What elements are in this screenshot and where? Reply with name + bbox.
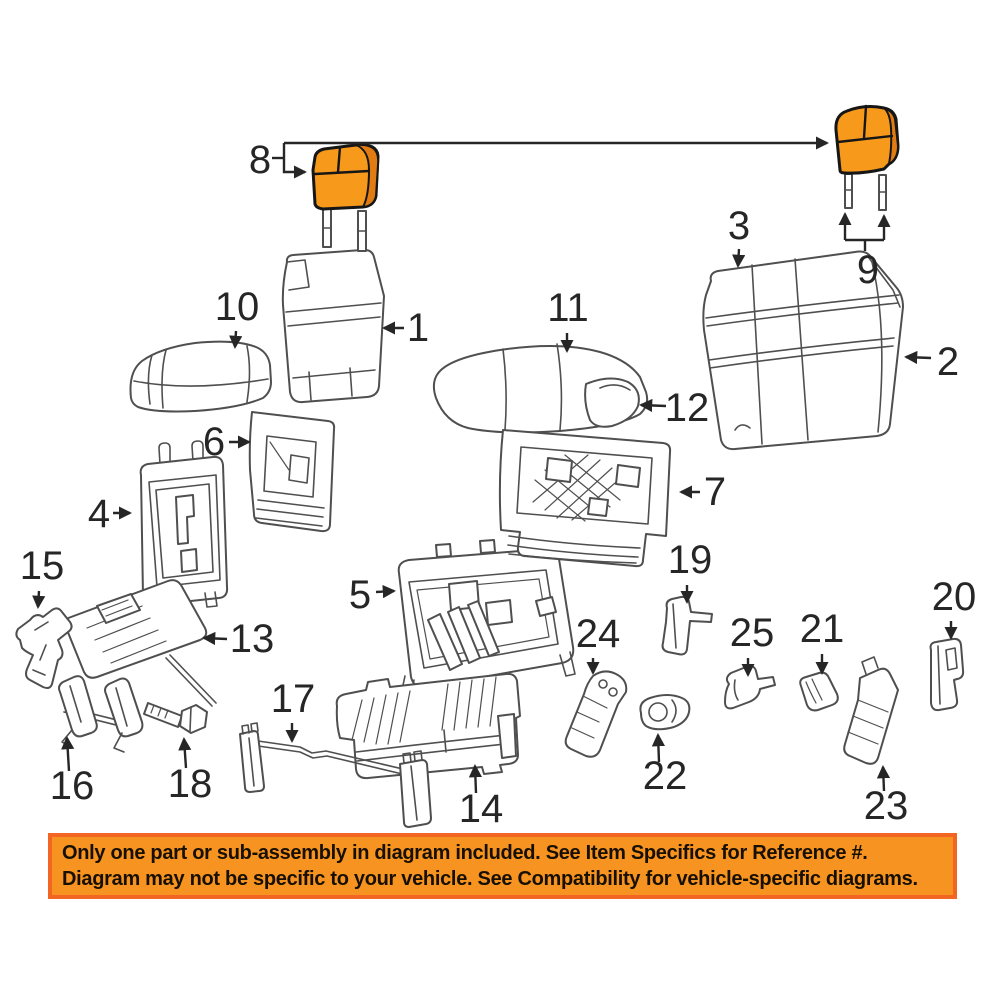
part-2-right-seatback-cover — [702, 250, 904, 451]
callout-16: 16 — [50, 736, 95, 808]
callout-15: 15 — [20, 544, 65, 609]
callout-16-number: 16 — [50, 764, 95, 808]
part-10-left-cushion — [129, 340, 272, 413]
callout-9-number: 9 — [857, 248, 879, 292]
callout-20: 20 — [932, 575, 977, 640]
part-5-seatback-frame — [397, 536, 576, 702]
callout-2: 2 — [904, 340, 959, 384]
callout-6-number: 6 — [203, 420, 225, 464]
part-4-latch-frame — [139, 440, 229, 614]
callout-21: 21 — [800, 607, 845, 675]
part-1-left-seatback-cover — [281, 248, 385, 404]
callout-25: 25 — [730, 611, 775, 677]
part-16-latch-brackets — [58, 675, 144, 753]
part-24-riser-bracket — [564, 670, 628, 758]
part-23-slide-bracket — [843, 656, 899, 765]
part-20-guide-bracket — [929, 637, 965, 712]
callout-12-number: 12 — [665, 386, 710, 430]
part-18-bolt — [143, 702, 208, 734]
disclaimer-line-2: Diagram may not be specific to your vehi… — [62, 868, 918, 890]
callout-17-number: 17 — [271, 677, 316, 721]
callout-5: 5 — [349, 573, 396, 617]
disclaimer-banner: Only one part or sub-assembly in diagram… — [48, 833, 957, 899]
callout-10-number: 10 — [215, 285, 260, 329]
callout-8-number: 8 — [249, 138, 271, 182]
part-25-hook-bracket — [724, 665, 776, 710]
exploded-diagram: 1 2 3 4 5 6 7 8 — [15, 104, 977, 830]
callout-15-number: 15 — [20, 544, 65, 588]
callout-10: 10 — [215, 285, 260, 349]
callout-18: 18 — [168, 737, 213, 806]
callout-7: 7 — [679, 470, 726, 514]
callout-3: 3 — [728, 204, 750, 268]
part-6-side-panel — [248, 411, 336, 533]
callout-19: 19 — [668, 538, 713, 604]
callout-13: 13 — [202, 617, 275, 661]
callout-13-number: 13 — [230, 617, 275, 661]
part-7-back-panel — [498, 429, 672, 568]
part-17-torsion-rod — [239, 722, 432, 828]
callout-22-number: 22 — [643, 754, 688, 798]
callout-12: 12 — [639, 386, 710, 430]
callout-22: 22 — [643, 733, 688, 798]
callout-24: 24 — [576, 612, 621, 675]
callout-24-number: 24 — [576, 612, 621, 656]
callout-18-number: 18 — [168, 762, 213, 806]
callout-11-number: 11 — [547, 286, 589, 330]
callout-3-number: 3 — [728, 204, 750, 248]
callout-20-number: 20 — [932, 575, 977, 619]
callout-7-number: 7 — [704, 470, 726, 514]
callout-1: 1 — [382, 306, 429, 350]
callout-2-number: 2 — [937, 340, 959, 384]
callout-21-number: 21 — [800, 607, 845, 651]
callout-1-number: 1 — [407, 306, 429, 350]
part-15-floor-bracket — [15, 607, 73, 689]
callout-17: 17 — [271, 677, 316, 743]
callout-14: 14 — [459, 764, 504, 830]
part-21-clip — [799, 671, 839, 712]
disclaimer-line-1: Only one part or sub-assembly in diagram… — [62, 842, 868, 864]
callout-23: 23 — [864, 765, 909, 828]
part-8-left-headrest-highlighted — [311, 143, 380, 252]
callout-11: 11 — [547, 286, 589, 353]
part-22-pivot-cap — [639, 694, 691, 731]
callout-14-number: 14 — [459, 787, 504, 830]
callout-9: 9 — [838, 212, 891, 292]
part-12-cushion-end-pad — [584, 377, 640, 428]
callout-25-number: 25 — [730, 611, 775, 655]
callout-4-number: 4 — [88, 492, 110, 536]
callout-5-number: 5 — [349, 573, 371, 617]
callout-19-number: 19 — [668, 538, 713, 582]
callout-23-number: 23 — [864, 784, 909, 828]
callout-6: 6 — [203, 420, 251, 464]
part-14-floor-pan — [335, 672, 521, 780]
part-9-right-headrest-highlighted — [834, 104, 900, 211]
part-19-support-bracket — [661, 595, 713, 656]
callout-4: 4 — [88, 492, 132, 536]
callout-8: 8 — [249, 136, 829, 182]
